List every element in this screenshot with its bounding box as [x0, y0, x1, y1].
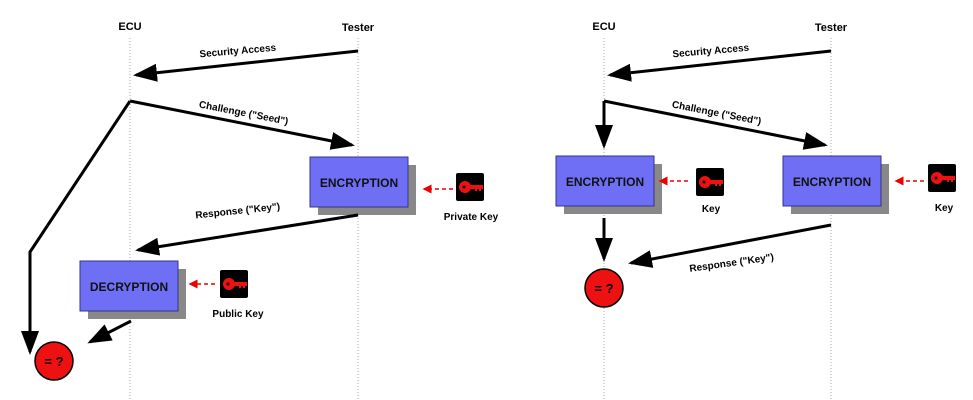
left-decryption-box: [79, 260, 179, 312]
left-public-key-icon: [220, 270, 248, 298]
left-encryption-label: ENCRYPTION: [320, 176, 398, 190]
left-security-access-label: Security Access: [199, 43, 277, 61]
right-diagram: ECU Tester Security Access Challenge ("S…: [555, 21, 956, 400]
left-encryption-box: [309, 156, 409, 208]
left-public-key-label: Public Key: [212, 309, 264, 320]
right-challenge-arrow: [603, 99, 828, 150]
left-diagram: ECU Tester Security Access Challenge ("S…: [21, 21, 499, 400]
right-response-arrow: [628, 223, 832, 268]
left-compare-node: [34, 341, 74, 381]
right-security-access-label: Security Access: [672, 43, 750, 61]
left-compare-label: = ?: [44, 354, 63, 369]
left-response-label: Response ("Key"): [195, 202, 281, 222]
right-actor-ecu: ECU: [592, 21, 615, 33]
left-challenge-arrow: [129, 99, 355, 150]
right-actor-tester: Tester: [815, 22, 848, 34]
right-tester-key-label: Key: [935, 203, 954, 214]
right-tester-key-icon: [928, 164, 956, 192]
left-decryption-to-compare-arrow: [87, 319, 132, 344]
left-actor-tester: Tester: [342, 22, 375, 34]
right-ecu-key-label: Key: [702, 204, 721, 215]
left-private-key-icon: [456, 173, 484, 201]
right-security-access-arrow: [607, 49, 832, 82]
right-compare-node: [584, 268, 624, 308]
left-decryption-label: DECRYPTION: [90, 280, 168, 294]
right-response-label: Response ("Key"): [689, 252, 775, 275]
left-private-key-label: Private Key: [444, 212, 499, 223]
right-tester-encryption-label: ENCRYPTION: [793, 175, 871, 189]
right-ecu-encryption-box: [555, 155, 655, 207]
left-seed-to-compare-arrow: [21, 100, 132, 355]
right-compare-label: = ?: [594, 281, 613, 296]
left-response-arrow: [135, 213, 359, 256]
left-actor-ecu: ECU: [118, 21, 141, 33]
right-ecu-key-icon: [696, 168, 724, 196]
right-tester-encryption-box: [782, 155, 882, 207]
left-security-access-arrow: [133, 49, 359, 82]
right-ecu-encryption-label: ENCRYPTION: [566, 175, 644, 189]
